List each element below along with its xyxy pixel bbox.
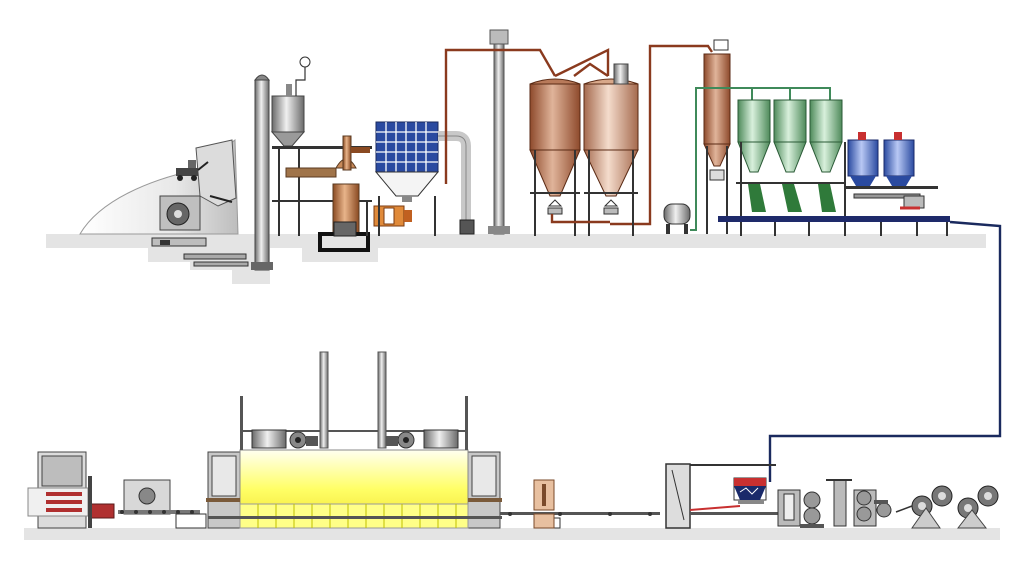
fan-icon bbox=[386, 429, 459, 449]
oven-stack-2 bbox=[377, 351, 387, 449]
pressure-tank bbox=[663, 203, 691, 234]
underground-conveyor bbox=[151, 237, 249, 267]
reel-1 bbox=[911, 485, 953, 529]
unwind-reels bbox=[895, 485, 999, 529]
pneumatic-line-green bbox=[690, 87, 831, 231]
storage-silo-2 bbox=[583, 78, 639, 236]
storage-silos bbox=[529, 63, 639, 236]
feed-hopper bbox=[270, 56, 372, 236]
crusher-icon bbox=[159, 195, 201, 231]
exhaust-stack bbox=[488, 29, 510, 235]
additive-silo-2 bbox=[773, 99, 807, 212]
forming-machine bbox=[665, 463, 780, 529]
pneumatic-line-brown bbox=[444, 44, 713, 226]
additive-silo-3 bbox=[809, 99, 843, 212]
additive-silos bbox=[736, 99, 846, 234]
motor-icon bbox=[373, 205, 412, 227]
storage-silo-1 bbox=[529, 78, 581, 236]
packaging bbox=[27, 451, 115, 529]
connecting-line-navy bbox=[768, 220, 1002, 482]
press-rollers bbox=[777, 479, 892, 528]
loader-icon bbox=[176, 160, 209, 181]
cutting-unit bbox=[533, 479, 555, 529]
mixers bbox=[846, 132, 938, 210]
bucket-elevator bbox=[251, 74, 273, 271]
raw-material-pile bbox=[79, 139, 249, 267]
oven-stack-1 bbox=[319, 351, 329, 449]
mixer-1 bbox=[847, 132, 879, 186]
mixer-2 bbox=[883, 132, 915, 186]
transfer-conveyor bbox=[500, 512, 660, 529]
metering-tower bbox=[703, 39, 731, 234]
bag-filter bbox=[374, 121, 440, 236]
fan-icon bbox=[251, 429, 318, 449]
grinding-mill bbox=[285, 135, 412, 252]
process-platform bbox=[718, 216, 950, 236]
additive-silo-1 bbox=[737, 99, 771, 212]
reel-2 bbox=[956, 485, 999, 529]
bottom-ground bbox=[24, 528, 1000, 540]
dryer-oven bbox=[206, 351, 502, 529]
stacker bbox=[118, 479, 207, 529]
exhaust-duct bbox=[438, 131, 475, 235]
